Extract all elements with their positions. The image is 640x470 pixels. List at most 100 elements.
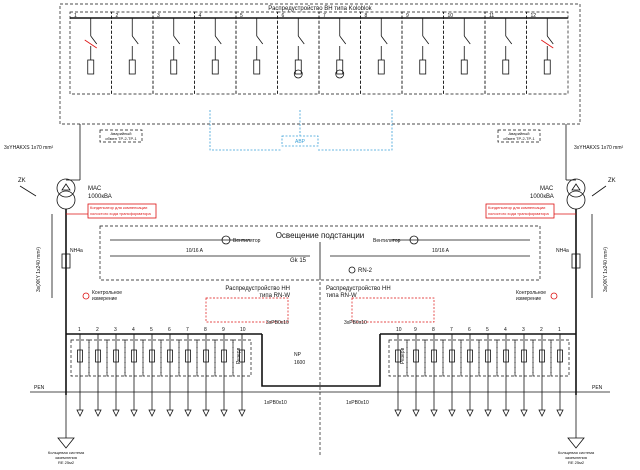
fuse-right-label: 10/16 A <box>432 248 450 254</box>
ct-icon <box>335 69 345 79</box>
feeder-number: 9 <box>222 327 225 333</box>
reserve-left: Резерв <box>236 347 242 364</box>
transformer-left-rating: 1000кВА <box>88 194 112 200</box>
pen-busbar-right-label: 1xPB0x10 <box>346 400 369 406</box>
feeder-number: 1 <box>558 327 561 333</box>
feeder: 5 <box>142 327 162 417</box>
capacitor-left: Конденсатор для компенсации холостого хо… <box>66 203 157 219</box>
fuse-icon <box>131 349 137 363</box>
feeder-number: 7 <box>186 327 189 333</box>
hv-cell: 2 <box>111 11 154 95</box>
fuse-icon <box>211 59 219 75</box>
outgoing-arrow-icon <box>412 409 420 417</box>
feeder: 6 <box>460 327 480 417</box>
feeder-number: 6 <box>168 327 171 333</box>
fuse-icon <box>449 349 455 363</box>
fuse-icon <box>253 59 261 75</box>
hv-cell-frame <box>526 11 569 95</box>
fuse-icon <box>77 349 83 363</box>
outgoing-arrow-icon <box>430 409 438 417</box>
feeder: 2 <box>532 327 552 417</box>
feeder-frame <box>232 339 252 377</box>
meter-left-line2: измерение <box>92 296 117 302</box>
meter-left-line1: Контрольное <box>92 290 122 296</box>
feeder-number: 2 <box>540 327 543 333</box>
disconnector-icon <box>214 35 222 45</box>
main-left-fuse <box>61 253 71 269</box>
busbar-right-label: 3xPB0x10 <box>344 320 367 326</box>
transformer-left-winding-hv <box>56 178 76 198</box>
lv-cable-left: 3x(XKY 1x240 mm²) <box>36 247 42 292</box>
capacitor-right-box <box>485 203 555 219</box>
lv-left-title-2: типа RN-W <box>259 293 290 299</box>
lv-cable-right: 3x(XKY 1x240 mm²) <box>603 247 609 292</box>
outgoing-arrow-icon <box>556 409 564 417</box>
hv-cell: 6 <box>277 11 320 95</box>
outgoing-arrow-icon <box>538 409 546 417</box>
fuse-icon <box>203 349 209 363</box>
fuse-icon <box>503 349 509 363</box>
hv-cell-number: 1 <box>74 13 77 19</box>
feeder: 9 <box>214 327 234 417</box>
fuse-icon <box>460 59 468 75</box>
grounding-right-2: заземления <box>565 455 587 460</box>
hv-cell-number: 9 <box>406 13 409 19</box>
feeder: 10 <box>232 327 252 417</box>
hv-cell-number: 12 <box>531 13 537 19</box>
meter-right-icon <box>550 292 558 300</box>
ground-icon <box>57 437 75 449</box>
outgoing-arrow-icon <box>184 409 192 417</box>
outgoing-arrow-icon <box>166 409 174 417</box>
feeder: 8 <box>424 327 444 417</box>
lamp-icon <box>348 266 356 274</box>
lv-switchgear: Распредустройство НН типа RN-W Распредус… <box>30 282 610 455</box>
disconnector-icon <box>256 35 264 45</box>
hv-cell: 10 <box>443 11 486 95</box>
grounding-right-3: RE 25м2 <box>568 460 585 465</box>
ground-right-arrow <box>591 185 607 197</box>
feeder: 6 <box>160 327 180 417</box>
meter-left-icon <box>82 292 90 300</box>
grounding-left: Кольцевая система заземления RE 25м2 <box>48 395 85 465</box>
interlock-left-line1: Аварийный <box>111 131 132 136</box>
fan-right-icon <box>409 235 419 245</box>
lighting-title: Освещение подстанции <box>276 231 365 240</box>
fan-left-label: Вентилятор <box>233 238 261 244</box>
main-left-label: NH4a <box>70 248 83 254</box>
sectional-label: NP <box>294 352 302 358</box>
transformer-right-winding-hv <box>566 178 586 198</box>
transformer-left-winding-lv <box>56 190 76 210</box>
feeder: 3 <box>106 327 126 417</box>
fuse-icon <box>413 349 419 363</box>
delta-icon <box>571 183 581 191</box>
outgoing-arrow-icon <box>238 409 246 417</box>
fan-right-label: Вентилятор <box>373 238 401 244</box>
ground-left-label: ZK <box>18 178 26 184</box>
feeder-number: 5 <box>150 327 153 333</box>
main-right-fuse <box>571 253 581 269</box>
ground-left-arrow <box>19 185 37 197</box>
hv-cell-number: 2 <box>116 13 119 19</box>
hv-cell: 8 <box>360 11 403 95</box>
hv-cell: 7 <box>318 11 361 95</box>
fuse-icon <box>539 349 545 363</box>
hv-cell-number: 11 <box>489 13 494 19</box>
sectional-link <box>261 334 381 387</box>
feeder-number: 5 <box>486 327 489 333</box>
hv-cell-number: 7 <box>323 13 326 19</box>
fuse-icon <box>419 59 427 75</box>
hv-cell: 9 <box>401 11 444 95</box>
delta-icon <box>61 183 71 191</box>
disconnector-icon <box>463 35 471 45</box>
socket-label: Gk 15 <box>290 258 307 264</box>
feeder: 9 <box>406 327 426 417</box>
fuse-icon <box>543 59 551 75</box>
hv-cell-number: 10 <box>448 13 454 19</box>
capacitor-right-line2: холостого хода трансформатора <box>488 211 550 216</box>
fuse-icon <box>113 349 119 363</box>
feeder: 7 <box>442 327 462 417</box>
fuse-icon <box>95 349 101 363</box>
capacitor-right: Конденсатор для компенсации холостого хо… <box>485 203 576 219</box>
hv-cell: 12 <box>526 11 569 95</box>
